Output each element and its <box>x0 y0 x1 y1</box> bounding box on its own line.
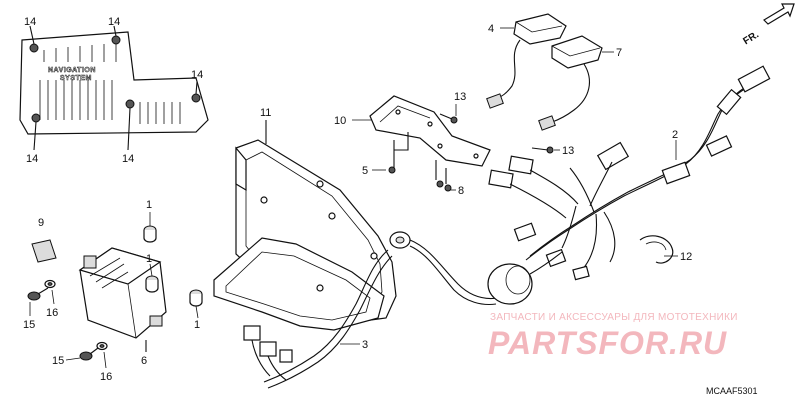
screw-13-a <box>439 113 458 124</box>
pad-9 <box>31 239 57 263</box>
clip-12 <box>639 235 674 264</box>
watermark-tagline: ЗАПЧАСТИ И АКСЕССУАРЫ ДЛЯ МОТОТЕХНИКИ <box>490 312 738 323</box>
front-direction-arrow: FR. <box>741 3 795 47</box>
screw-14-b <box>111 35 121 45</box>
callout-6: 6 <box>141 355 147 367</box>
screw-15-b <box>79 347 99 361</box>
callout-14-b: 14 <box>108 16 120 28</box>
navigation-unit-6 <box>78 247 167 339</box>
screw-14-d <box>31 113 41 123</box>
screw-14-e <box>125 99 135 109</box>
cover-text-line1: NAVIGATION <box>48 67 96 74</box>
callout-14-a: 14 <box>24 16 36 28</box>
callout-1-b: 1 <box>146 253 152 265</box>
callout-12: 12 <box>680 251 692 263</box>
callout-8: 8 <box>458 185 464 197</box>
callout-14-e: 14 <box>122 153 134 165</box>
antenna-4 <box>486 13 567 109</box>
callout-11: 11 <box>260 107 271 119</box>
callout-5: 5 <box>362 165 368 177</box>
navigation-cover: NAVIGATION SYSTEM <box>19 31 209 135</box>
callout-15-b: 15 <box>52 355 64 367</box>
callout-16-a: 16 <box>46 307 58 319</box>
callout-15-a: 15 <box>23 319 35 331</box>
callout-7: 7 <box>616 47 622 59</box>
screw-13-b <box>531 146 554 154</box>
callout-13-b: 13 <box>562 145 574 157</box>
callout-16-b: 16 <box>100 371 112 383</box>
bolt-5 <box>388 132 409 174</box>
rubber-mount-1c <box>189 289 203 307</box>
callout-9: 9 <box>38 217 44 229</box>
callout-10: 10 <box>334 115 346 127</box>
callout-2: 2 <box>672 129 678 141</box>
callout-1-c: 1 <box>194 319 200 331</box>
callout-1-a: 1 <box>146 199 152 211</box>
callout-14-d: 14 <box>26 153 38 165</box>
watermark-brand: PARTSFOR.RU <box>488 325 727 361</box>
callout-4: 4 <box>488 23 494 35</box>
cover-text-line2: SYSTEM <box>60 75 92 82</box>
bracket-frame-11 <box>213 139 397 331</box>
callout-3: 3 <box>362 339 368 351</box>
callout-14-c: 14 <box>191 69 203 81</box>
callout-13-a: 13 <box>454 91 466 103</box>
screw-15-a <box>27 287 49 301</box>
antenna-bracket-10 <box>369 95 491 167</box>
washer-16-a <box>44 279 56 289</box>
watermark: ЗАПЧАСТИ И АКСЕССУАРЫ ДЛЯ МОТОТЕХНИКИ PA… <box>488 312 738 361</box>
nut-8 <box>435 160 452 192</box>
wire-harness-3 <box>243 231 563 389</box>
screw-14-a <box>29 43 39 53</box>
diagram-code: MCAAF5301 <box>706 386 758 396</box>
screw-14-c <box>191 93 201 103</box>
washer-16-b <box>96 341 108 351</box>
wire-harness-2 <box>488 65 771 281</box>
rubber-mount-1a <box>143 225 157 243</box>
rubber-mount-1b <box>145 275 159 293</box>
direction-label: FR. <box>741 29 761 47</box>
antenna-7 <box>538 35 603 131</box>
